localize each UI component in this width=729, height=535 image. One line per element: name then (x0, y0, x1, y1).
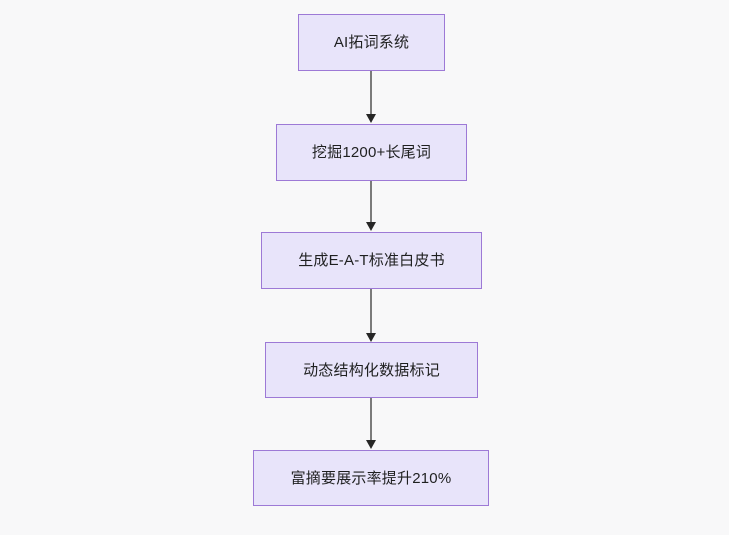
flow-node-4-label: 动态结构化数据标记 (303, 361, 440, 379)
flow-node-2[interactable]: 挖掘1200+长尾词 (276, 124, 467, 181)
flow-node-5-label: 富摘要展示率提升210% (290, 469, 452, 487)
connector-2-3 (370, 181, 372, 223)
flow-node-3-label: 生成E-A-T标准白皮书 (298, 252, 445, 269)
flow-node-3[interactable]: 生成E-A-T标准白皮书 (261, 232, 482, 289)
arrowhead-1-2 (365, 114, 376, 123)
flow-node-2-label: 挖掘1200+长尾词 (311, 144, 432, 161)
flow-node-1-label: AI拓词系统 (333, 34, 410, 51)
connector-3-4 (370, 289, 372, 334)
arrowhead-3-4 (365, 333, 376, 342)
connector-4-5 (370, 398, 372, 441)
arrowhead-2-3 (365, 222, 376, 231)
flow-node-1[interactable]: AI拓词系统 (298, 14, 445, 71)
flow-node-4[interactable]: 动态结构化数据标记 (265, 342, 478, 398)
connector-1-2 (370, 71, 372, 116)
arrowhead-4-5 (365, 440, 376, 449)
flow-node-5[interactable]: 富摘要展示率提升210% (253, 450, 489, 506)
